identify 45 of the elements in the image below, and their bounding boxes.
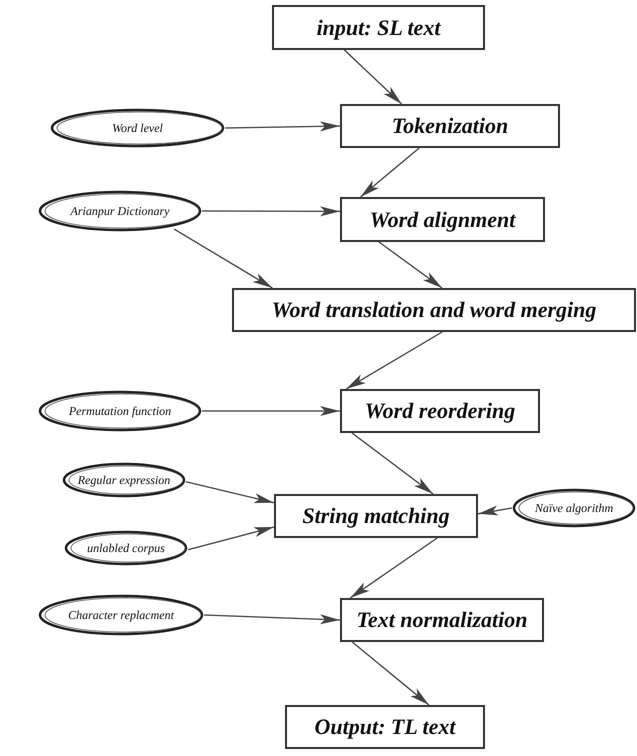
arrow <box>224 121 340 132</box>
step-label: input: SL text <box>316 14 440 40</box>
input-label: Arianpur Dictionary <box>70 204 170 218</box>
arrow <box>352 432 434 495</box>
arrow <box>346 331 442 390</box>
arrow <box>352 642 430 706</box>
arrow <box>202 206 340 216</box>
input-ellipse <box>38 594 204 636</box>
input-label: Character replacment <box>68 608 174 622</box>
process-box <box>274 494 478 538</box>
arrow <box>360 148 420 198</box>
step-label: Text normalization <box>356 607 528 633</box>
input-label: Naïve algorithm <box>534 500 614 516</box>
arrow <box>378 241 442 289</box>
input-ellipse <box>38 390 202 432</box>
arrow <box>186 481 274 504</box>
arrow <box>202 406 340 416</box>
process-box <box>232 288 636 332</box>
process-box <box>340 389 540 433</box>
arrow <box>344 50 402 104</box>
input-ellipse <box>512 488 636 528</box>
input-label: Word level <box>112 120 163 136</box>
input-ellipse <box>50 108 225 148</box>
step-label: Tokenization <box>392 113 508 139</box>
arrow <box>478 506 512 516</box>
input-ellipse <box>62 462 186 498</box>
input-ellipse <box>64 530 188 566</box>
step-label: String matching <box>302 503 450 529</box>
input-label: Permutation function <box>68 404 172 418</box>
input-label: Regular expression <box>78 472 170 488</box>
process-box <box>285 705 485 749</box>
process-box <box>340 598 544 642</box>
arrow <box>174 228 273 289</box>
step-label: Word alignment <box>370 206 516 232</box>
process-box <box>272 5 485 50</box>
process-box <box>340 104 560 148</box>
arrow <box>204 614 340 624</box>
input-label: unlabled corpus <box>87 540 165 556</box>
arrow <box>350 537 438 599</box>
step-label: Word translation and word merging <box>272 297 596 323</box>
process-box <box>340 197 545 242</box>
arrow <box>188 526 274 550</box>
step-label: Output: TL text <box>314 714 456 740</box>
step-label: Word reordering <box>364 398 516 424</box>
input-ellipse <box>38 190 202 232</box>
